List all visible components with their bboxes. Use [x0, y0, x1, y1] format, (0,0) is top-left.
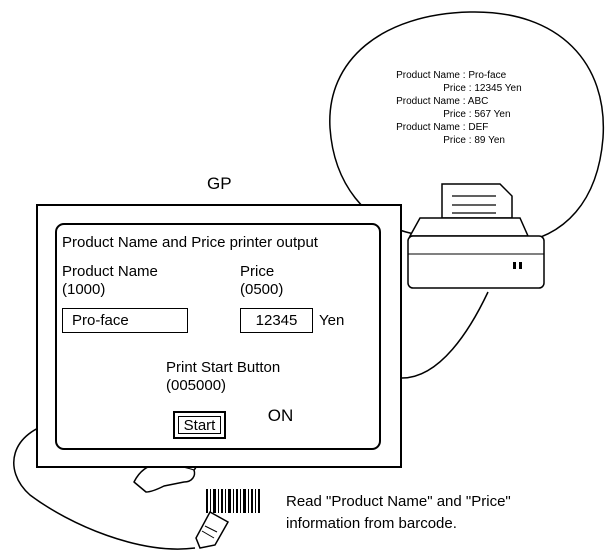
printout-row-label: Price	[443, 109, 466, 120]
printer-cable	[401, 291, 489, 379]
printout-row-value: 567 Yen	[474, 109, 511, 120]
product-name-field[interactable]: Pro-face	[62, 308, 188, 333]
barcode-icon	[206, 489, 260, 513]
printout-row-label: Product Name	[396, 96, 460, 107]
start-button[interactable]: Start	[173, 411, 226, 439]
print-start-label: Print Start Button	[166, 359, 281, 376]
price-label: Price	[240, 263, 275, 280]
printout-row: Price : 89 Yen	[366, 135, 505, 147]
printout-row-sep: :	[468, 83, 472, 94]
print-start-address: (005000)	[166, 377, 227, 394]
barcode-caption: Read "Product Name" and "Price" informat…	[286, 491, 606, 535]
printout-row: Product Name : ABC	[366, 96, 488, 108]
product-name-address: (1000)	[62, 281, 106, 298]
barcode-caption-line2: information from barcode.	[286, 515, 457, 532]
start-button-label: Start	[178, 416, 221, 434]
on-indicator-label: ON	[267, 406, 294, 425]
screen-heading: Product Name and Price printer output	[62, 234, 318, 251]
printout-row: Price : 567 Yen	[366, 109, 511, 121]
price-field[interactable]: 12345	[240, 308, 313, 333]
printout-row-label: Price	[443, 135, 466, 146]
printout-row-sep: :	[468, 135, 472, 146]
price-unit: Yen	[319, 312, 345, 329]
printout-row-label: Price	[443, 83, 466, 94]
printout-row-value: DEF	[468, 122, 489, 133]
barcode-caption-line1: Read "Product Name" and "Price"	[286, 493, 511, 510]
printout-row: Price : 12345 Yen	[366, 83, 522, 95]
scanner-cable	[13, 421, 196, 550]
printout-row: Product Name : DEF	[366, 122, 488, 134]
barcode-scanner-icon	[195, 510, 230, 549]
printout-row-sep: :	[462, 70, 466, 81]
price-address: (0500)	[240, 281, 284, 298]
printout-row-value: Pro-face	[468, 70, 507, 81]
printout-row-value: 12345 Yen	[474, 83, 522, 94]
printout-row-value: ABC	[467, 96, 489, 107]
printout-row-label: Product Name	[396, 122, 460, 133]
printout-row: Product Name : Pro-face	[366, 70, 506, 82]
printout-row-sep: :	[462, 96, 466, 107]
printout-row-label: Product Name	[396, 70, 460, 81]
gp-title: GP	[207, 174, 232, 193]
printout-row-value: 89 Yen	[474, 135, 505, 146]
product-name-label: Product Name	[62, 263, 158, 280]
printout-row-sep: :	[468, 109, 472, 120]
printout-row-sep: :	[462, 122, 466, 133]
printer-icon	[407, 183, 545, 289]
